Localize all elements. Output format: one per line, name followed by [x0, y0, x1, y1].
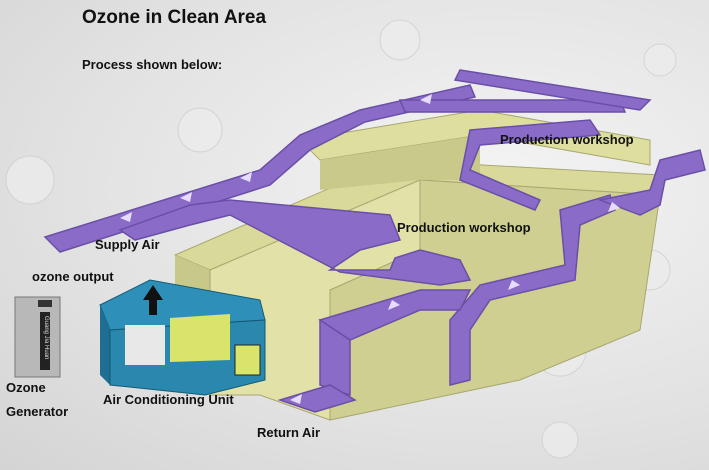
label-generator: Generator	[6, 404, 69, 419]
label-ozone-output: ozone output	[32, 269, 114, 284]
label-production-workshop-top: Production workshop	[500, 132, 634, 147]
generator-brand: Guang Jia Huan	[43, 316, 49, 359]
label-production-workshop-mid: Production workshop	[397, 220, 531, 235]
ozone-generator: Guang Jia Huan	[14, 296, 61, 378]
page-title: Ozone in Clean Area	[82, 7, 267, 28]
air-conditioning-unit	[99, 279, 266, 396]
subtitle: Process shown below:	[82, 57, 223, 72]
up-arrow-icon	[143, 285, 163, 315]
airflow-arrows	[120, 94, 620, 404]
label-supply-air: Supply Air	[95, 237, 160, 252]
duct-network	[43, 69, 706, 413]
label-air-conditioning-unit: Air Conditioning Unit	[103, 392, 234, 407]
label-ozone: Ozone	[6, 380, 46, 395]
label-return-air: Return Air	[257, 425, 321, 440]
